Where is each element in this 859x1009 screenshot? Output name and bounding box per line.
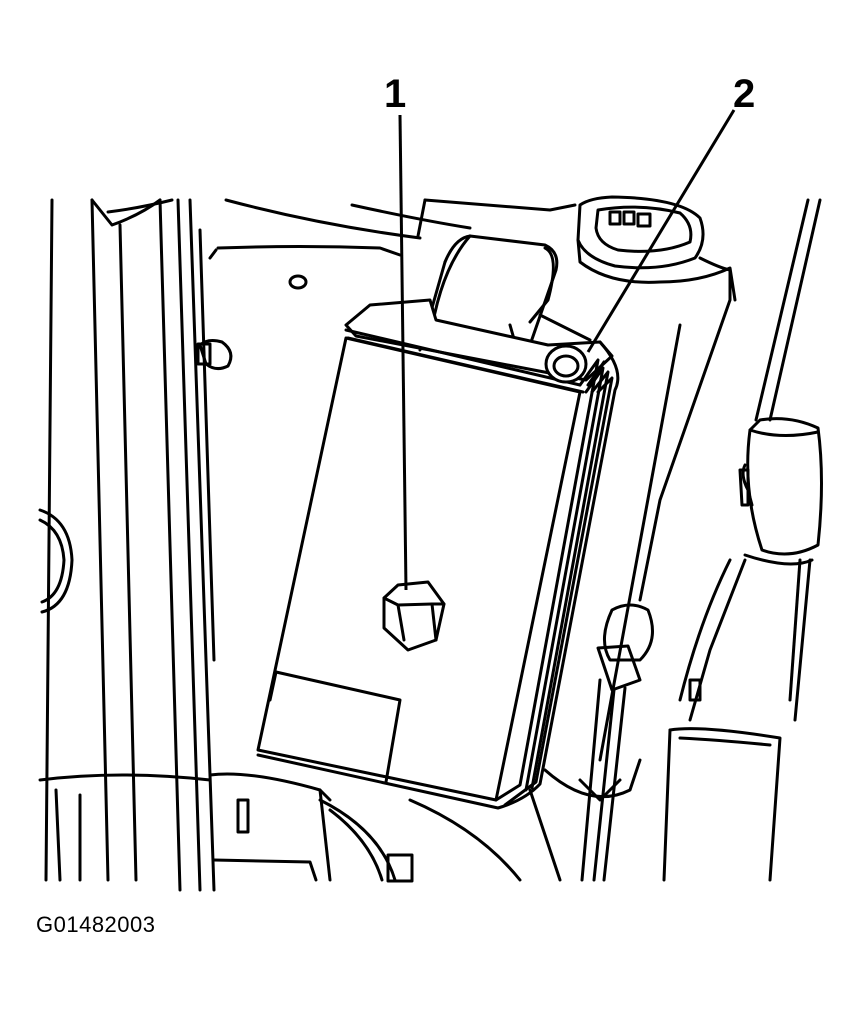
right-clip (664, 200, 822, 880)
upper-panel (210, 200, 470, 288)
figure-id-label: G01482003 (36, 912, 156, 937)
callout-label-1: 1 (384, 72, 407, 116)
callout-leaders (400, 110, 734, 590)
left-strut (92, 200, 231, 890)
left-frame (40, 200, 72, 880)
control-module (258, 300, 618, 808)
leader-line-2 (588, 110, 734, 352)
lower-housing (40, 774, 520, 881)
callout-label-2: 2 (733, 72, 756, 116)
reservoir-cap (418, 197, 735, 300)
right-harness (530, 270, 730, 880)
leader-line-1 (400, 115, 406, 590)
